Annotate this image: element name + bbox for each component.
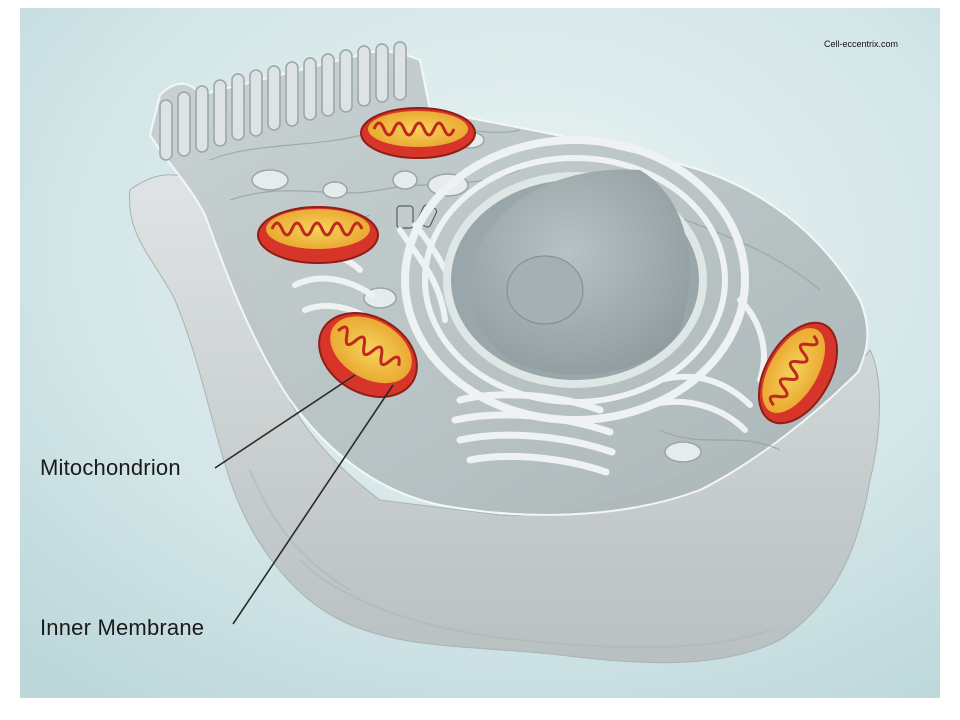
mitochondrion-4 (757, 321, 839, 425)
mitochondrion-leader-line (214, 374, 356, 469)
mitochondrion-label: Mitochondrion (40, 455, 181, 480)
mitochondrion-3 (318, 312, 418, 398)
golgi-apparatus (451, 391, 616, 476)
endoplasmic-reticulum-right (647, 297, 767, 433)
mitochondrion-1 (360, 107, 476, 159)
leader-lines (214, 374, 394, 625)
credit-text: Cell-eccentrix.com (824, 39, 899, 49)
mitochondrion-2 (257, 206, 379, 264)
cell-body (128, 174, 880, 664)
inner-membrane-leader-line (232, 384, 394, 625)
inner-membrane-label: Inner Membrane (40, 615, 205, 640)
microvilli (159, 41, 407, 161)
nucleus (401, 136, 749, 424)
